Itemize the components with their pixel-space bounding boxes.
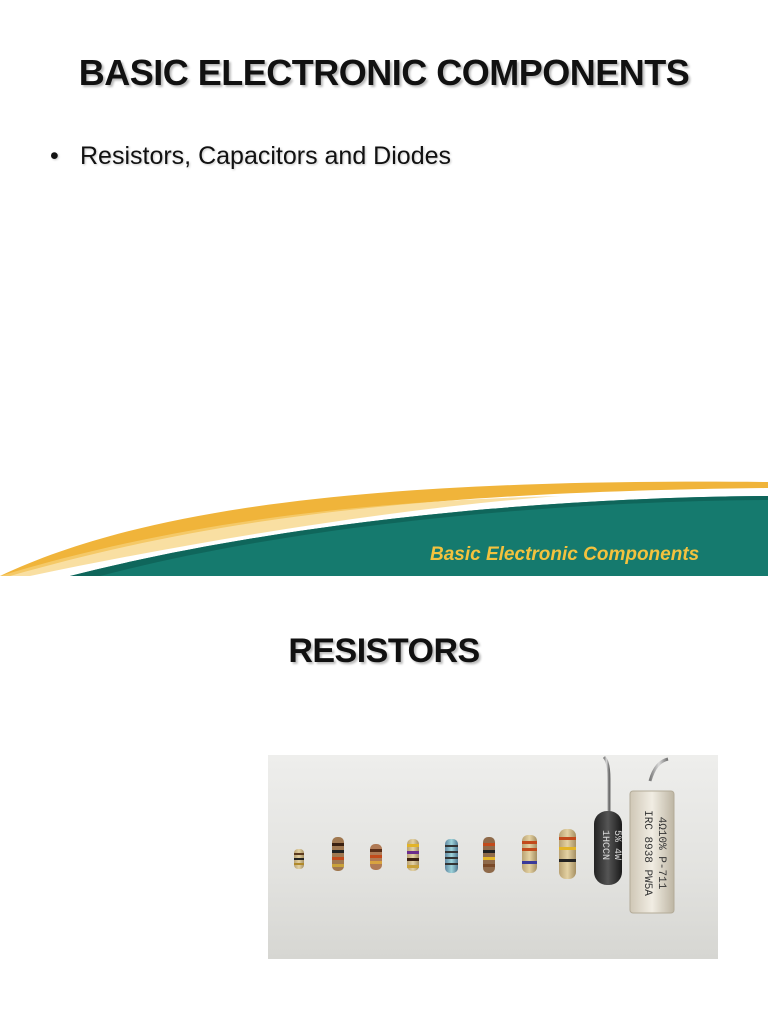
gold-swoosh bbox=[0, 481, 768, 576]
slide-2: RESISTORS bbox=[0, 590, 768, 1024]
svg-text:1HCCN: 1HCCN bbox=[599, 830, 610, 860]
resistors-illustration: 1HCCN 5% 4W IRC 8938 PW5A 4Ω10% P-711 bbox=[294, 755, 675, 939]
resistor-5 bbox=[445, 781, 458, 939]
resistors-photo: 1HCCN 5% 4W IRC 8938 PW5A 4Ω10% P-711 bbox=[268, 755, 718, 959]
resistor-10-ceramic: IRC 8938 PW5A 4Ω10% P-711 bbox=[629, 757, 675, 939]
svg-text:IRC 8938 PW5A: IRC 8938 PW5A bbox=[641, 810, 653, 896]
bullet-text: Resistors, Capacitors and Diodes bbox=[80, 142, 451, 170]
resistor-3 bbox=[370, 781, 382, 939]
resistor-6 bbox=[483, 779, 495, 939]
svg-text:5% 4W: 5% 4W bbox=[611, 830, 622, 860]
gold-swoosh-light bbox=[0, 496, 560, 576]
svg-text:4Ω10% P-711: 4Ω10% P-711 bbox=[655, 817, 667, 890]
resistor-4 bbox=[407, 783, 419, 939]
slide-title: RESISTORS bbox=[288, 632, 480, 670]
banner-caption: Basic Electronic Components bbox=[430, 544, 700, 565]
resistor-9-black: 1HCCN 5% 4W bbox=[594, 755, 622, 939]
bullet-dot-icon: • bbox=[50, 142, 59, 170]
resistor-8 bbox=[559, 773, 576, 939]
slide-1: BASIC ELECTRONIC COMPONENTS • Resistors, … bbox=[0, 52, 768, 576]
resistor-2 bbox=[332, 777, 344, 939]
slide-title: BASIC ELECTRONIC COMPONENTS bbox=[78, 52, 690, 93]
green-band bbox=[70, 496, 768, 576]
resistor-1 bbox=[294, 783, 304, 935]
decorative-swoosh-banner bbox=[0, 481, 768, 576]
bullet-item: • Resistors, Capacitors and Diodes bbox=[50, 142, 451, 171]
bullet-list: • Resistors, Capacitors and Diodes bbox=[50, 142, 451, 171]
resistor-7 bbox=[522, 779, 537, 939]
